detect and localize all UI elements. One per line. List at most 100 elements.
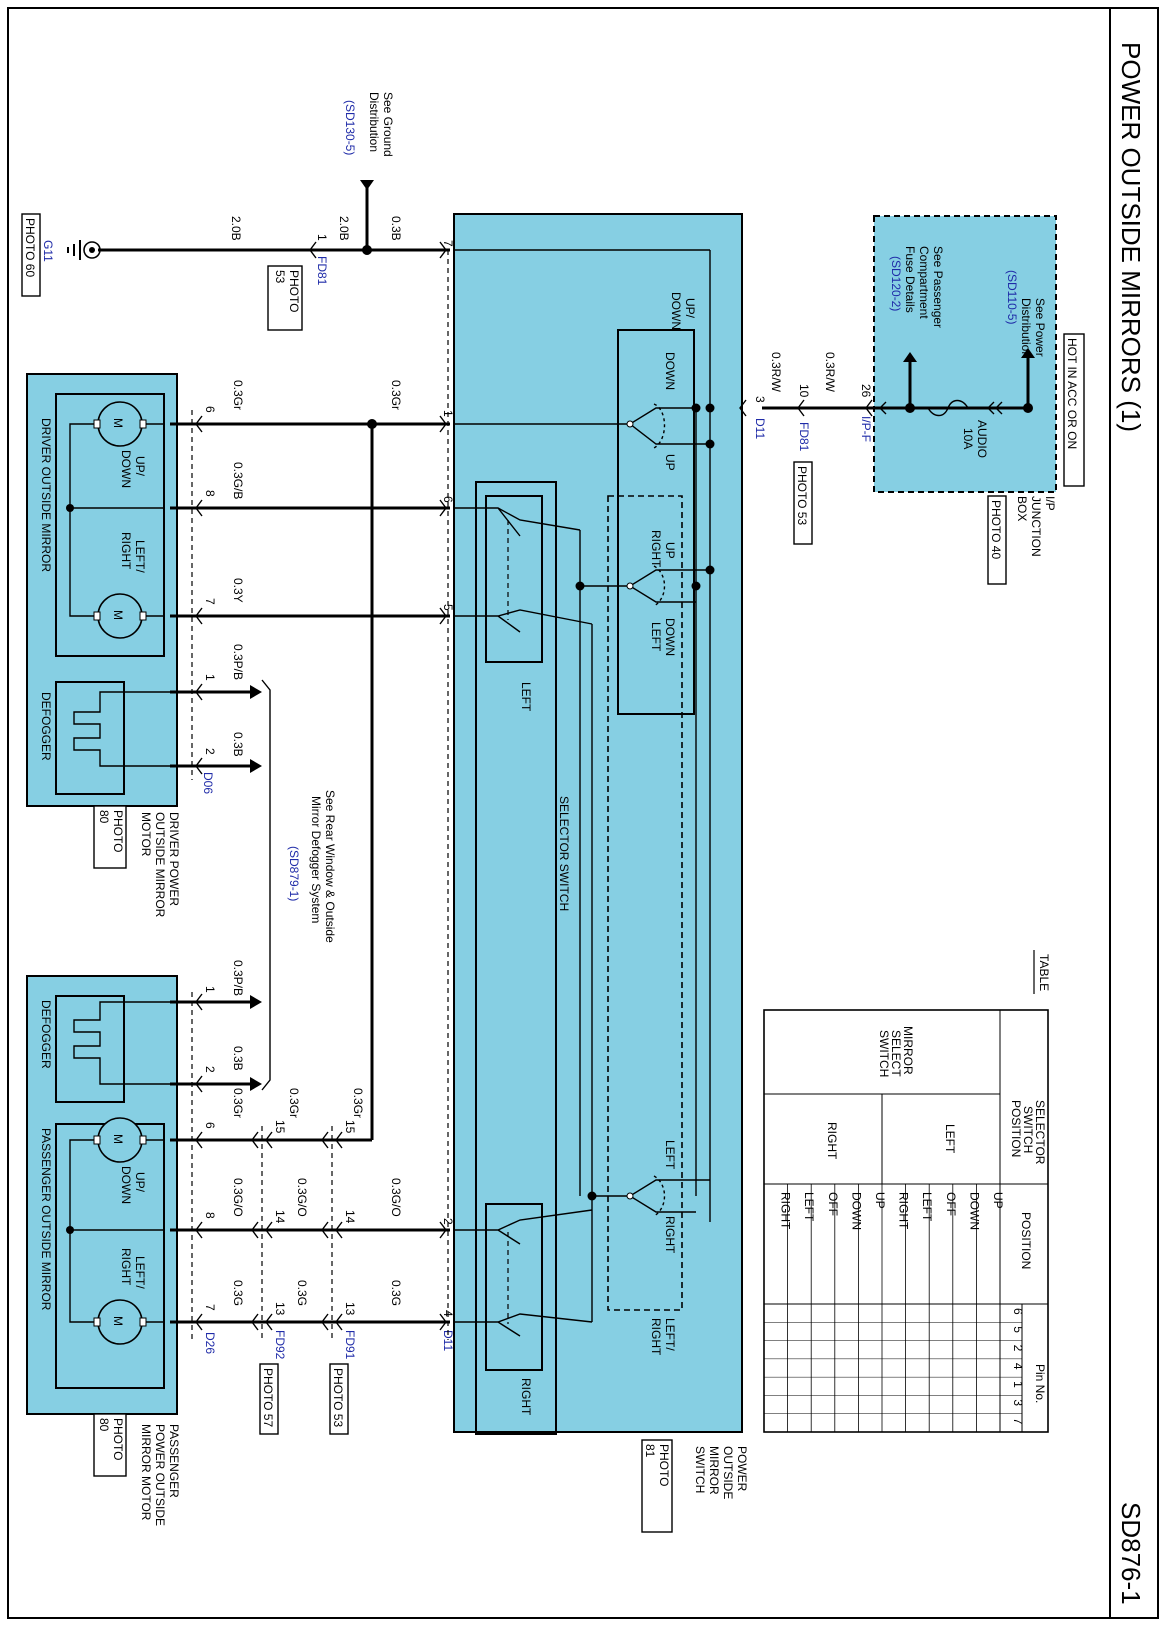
svg-text:PHOTO 57: PHOTO 57: [261, 1368, 275, 1427]
pass-defogger-leads: [124, 1001, 170, 1085]
ground-fd81-wire: 2.0B: [337, 216, 351, 241]
switch-conn-5: [439, 607, 447, 625]
driver-leftright-motor-icon: M: [93, 593, 147, 639]
table-header-selector: SELECTORSWITCHPOSITION: [1009, 1100, 1047, 1165]
svg-text:PHOTO 53: PHOTO 53: [795, 466, 809, 525]
driver-motor-junction: [66, 504, 74, 512]
jb-splice-1: [1023, 403, 1033, 413]
fd81-feed-pin: 10: [797, 384, 811, 398]
svg-text:PHOTO53: PHOTO53: [273, 270, 301, 312]
switch-left-label: LEFT: [663, 1140, 677, 1170]
driver-wire-label-6: 0.3Gr: [231, 380, 245, 410]
feed-wire-1: 0.3R/W: [823, 352, 837, 393]
svg-text:PHOTO 53: PHOTO 53: [331, 1368, 345, 1427]
ipf-pin: 26: [859, 384, 873, 398]
svg-text:HOT IN ACC OR ON: HOT IN ACC OR ON: [1065, 338, 1079, 449]
pass-updown-motor-icon: M: [93, 1117, 147, 1163]
ground-ref-code: (SD130-5): [343, 100, 357, 155]
fuse-label: AUDIO10A: [961, 420, 989, 458]
table-pin-label: 4: [1011, 1363, 1025, 1370]
fd81-ground-pin: 1: [315, 234, 329, 241]
switch-conn-7: [439, 241, 447, 259]
fd91-photo: PHOTO 53: [329, 1363, 349, 1435]
pass-pin-8: 8: [203, 1212, 217, 1219]
feed-wire-2: 0.3R/W: [769, 352, 783, 393]
pass-leftright-motor-icon: M: [93, 1299, 147, 1345]
switch-upright-label: UPRIGHT: [649, 530, 677, 568]
driver-defog-arrow-1: [250, 685, 262, 699]
pass-defogger-element: [73, 1001, 124, 1085]
ground-ref: See GroundDistribution: [367, 92, 395, 157]
fd91-pin-15: 15: [343, 1120, 357, 1134]
switch-photo: PHOTO81: [641, 1439, 673, 1533]
pass-pin-6: 6: [203, 1122, 217, 1129]
table-position-label: UP: [873, 1192, 887, 1209]
junction-box-label: I/PJUNCTIONBOX: [1015, 496, 1057, 557]
fd91-connector: FD91: [343, 1330, 357, 1360]
driver-motor-frame: [55, 393, 165, 657]
switch-name: POWEROUTSIDEMIRRORSWITCH: [693, 1446, 749, 1499]
sw-node-1: [705, 403, 715, 413]
pass-wire-label-g-fd91: 0.3G: [295, 1280, 309, 1306]
svg-text:PHOTO81: PHOTO81: [643, 1444, 671, 1486]
driver-defogger-element: [73, 691, 124, 767]
pass-conn-d2: [195, 1075, 203, 1093]
left-right-contact: [592, 1179, 710, 1213]
driver-pin-8: 8: [203, 490, 217, 497]
fuse-ref-arrow: [903, 352, 917, 362]
sheet-border: [7, 7, 1159, 1619]
lr-pivot: [626, 582, 634, 590]
fd91-conn-15: [321, 1131, 343, 1149]
pass-photo: PHOTO80: [93, 1413, 127, 1477]
pass-wire-label-gr-mir: 0.3Gr: [231, 1088, 245, 1118]
jb-splice-2: [905, 403, 915, 413]
pass-conn-7: [195, 1313, 203, 1331]
ground-photo: PHOTO 60: [21, 213, 41, 297]
table-pin-label: 2: [1011, 1345, 1025, 1352]
pass-wire-label-gr-fd92: 0.3Gr: [287, 1088, 301, 1118]
fd91-pin-13: 13: [343, 1302, 357, 1316]
fuse-symbol: [927, 399, 969, 417]
driver-updown-motor-icon: M: [93, 401, 147, 447]
sw-pin-7: 7: [441, 240, 455, 247]
fd81-feed-photo: PHOTO 53: [793, 461, 813, 545]
svg-text:M: M: [111, 418, 125, 428]
rear-ref-bracket: [261, 679, 271, 1091]
switch-conn-6: [439, 499, 447, 517]
sel-left-contact-a: [454, 507, 581, 537]
driver-defog-arrow-2: [250, 759, 262, 773]
rear-ref-text: See Rear Window & OutsideMirror Defogger…: [309, 790, 337, 943]
svg-text:PHOTO80: PHOTO80: [97, 810, 125, 852]
svg-text:M: M: [111, 1316, 125, 1326]
pass-wire-label-g-fd92: 0.3G: [231, 1280, 245, 1306]
driver-conn-6: [195, 415, 203, 433]
ground-name: G11: [41, 240, 55, 262]
driver-pin-6: 6: [203, 406, 217, 413]
fd91-conn-14: [321, 1221, 343, 1239]
junction-box-status: HOT IN ACC OR ON: [1063, 333, 1085, 487]
passenger-defogger-frame: [55, 995, 125, 1103]
switch-updown-label: UP/DOWN: [669, 292, 697, 330]
pass-conn-d1: [195, 993, 203, 1011]
power-ref: See PowerDistribution: [1019, 298, 1047, 358]
fd91-pin-14: 14: [343, 1210, 357, 1224]
selector-right-label: RIGHT: [519, 1378, 533, 1416]
rear-ref-code: (SD879-1): [287, 846, 301, 901]
table-pin-label: 7: [1011, 1418, 1025, 1425]
table-header-pin: Pin No.: [1033, 1364, 1047, 1403]
driver-wire-label-7: 0.3Y: [231, 578, 245, 603]
pass-motor-wiring: [69, 1139, 164, 1323]
leftright-switch-frame: [607, 495, 683, 1311]
driver-conn-7: [195, 607, 203, 625]
table-position-label: OFF: [826, 1192, 840, 1216]
updown-switch-frame: [617, 329, 695, 715]
sw-pin-5: 5: [441, 604, 455, 611]
driver-wire-label-1: 0.3Gr: [389, 380, 403, 410]
d11-feed-pin: 3: [753, 396, 767, 403]
switch-up-label: UP: [663, 454, 677, 471]
table-pin-label: 1: [1011, 1381, 1025, 1388]
pass-pin-7: 7: [203, 1304, 217, 1311]
fd81-feed-symbol: [797, 399, 805, 417]
